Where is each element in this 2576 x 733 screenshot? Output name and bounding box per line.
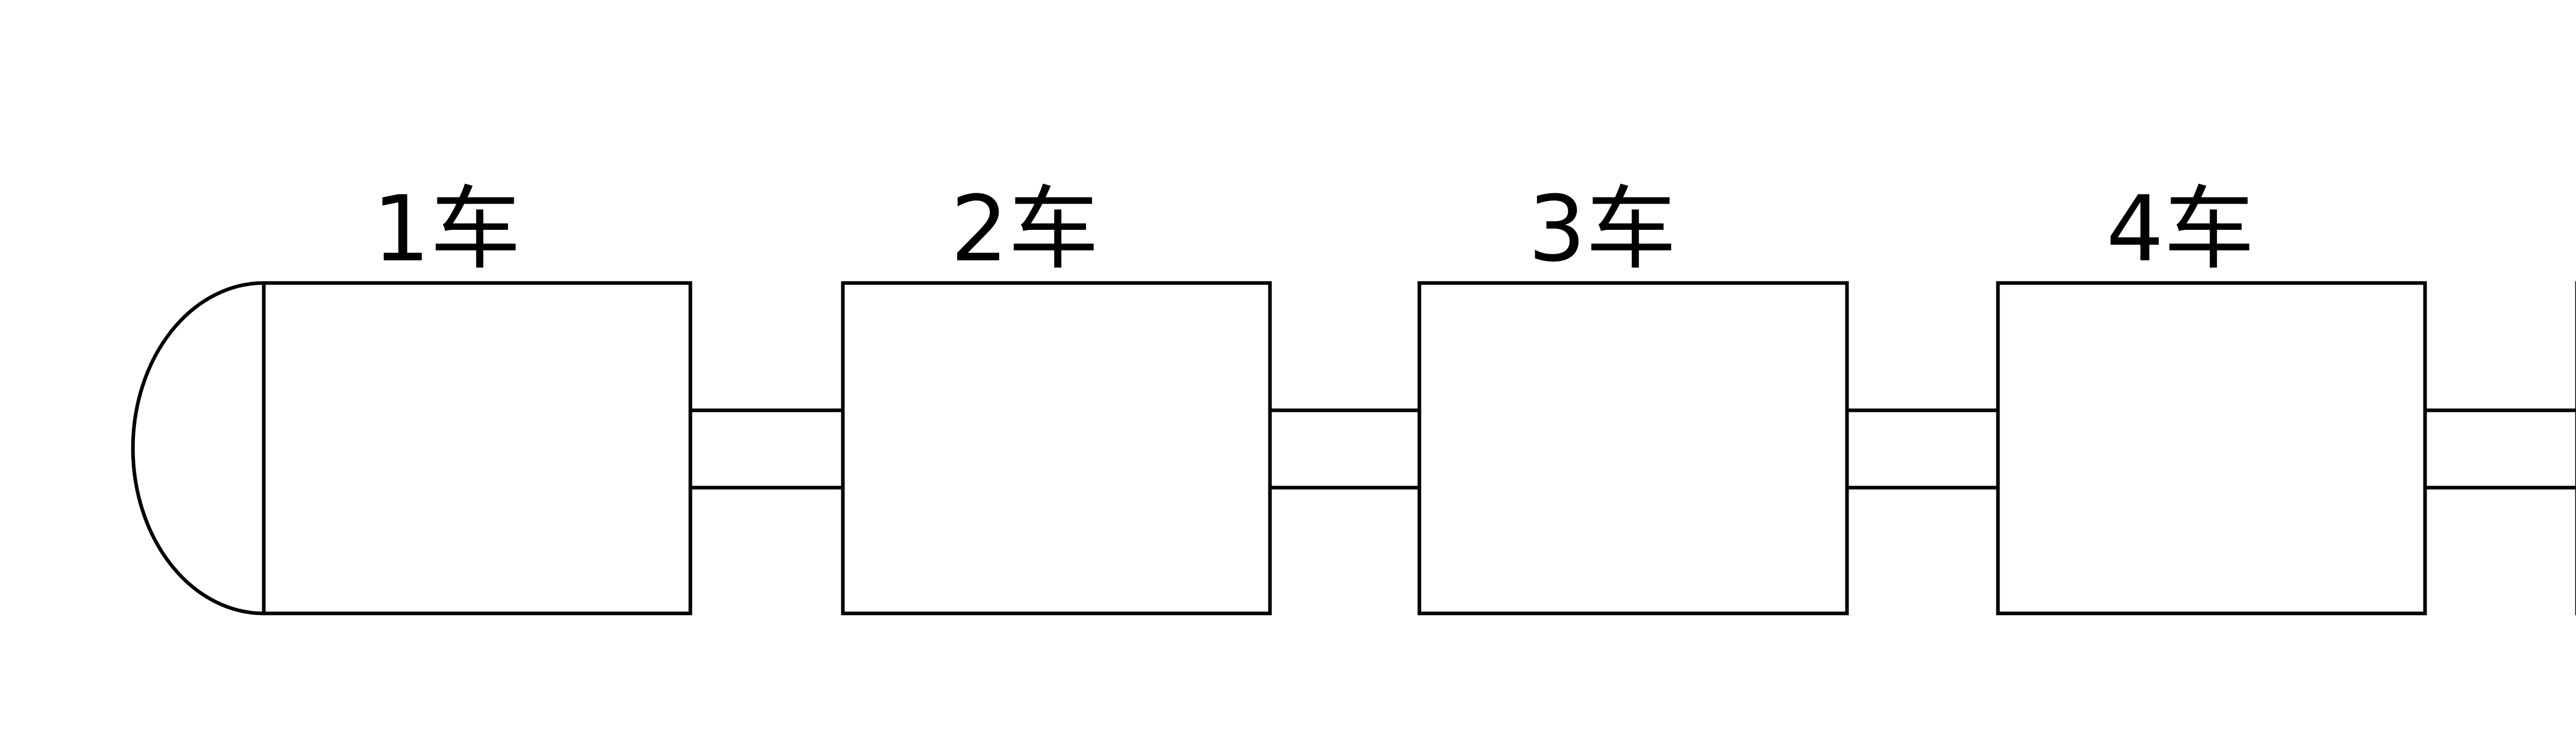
coupler-3-4: [1845, 408, 2000, 490]
car-label-2: 2车: [951, 176, 1099, 282]
car-body-4[interactable]: [1996, 281, 2427, 615]
car-body-3[interactable]: [1417, 281, 1849, 615]
car-body-2[interactable]: [841, 281, 1272, 615]
nose-cone-front-icon: [131, 281, 266, 615]
car-body-1[interactable]: [262, 281, 692, 615]
car-label-1: 1车: [372, 176, 521, 282]
coupler-2-3: [1268, 408, 1421, 490]
car-label-4: 4车: [2106, 176, 2255, 282]
coupler-1-2: [688, 408, 845, 490]
car-label-3: 3车: [1528, 176, 1676, 282]
coupler-4-5: [2423, 408, 2576, 490]
